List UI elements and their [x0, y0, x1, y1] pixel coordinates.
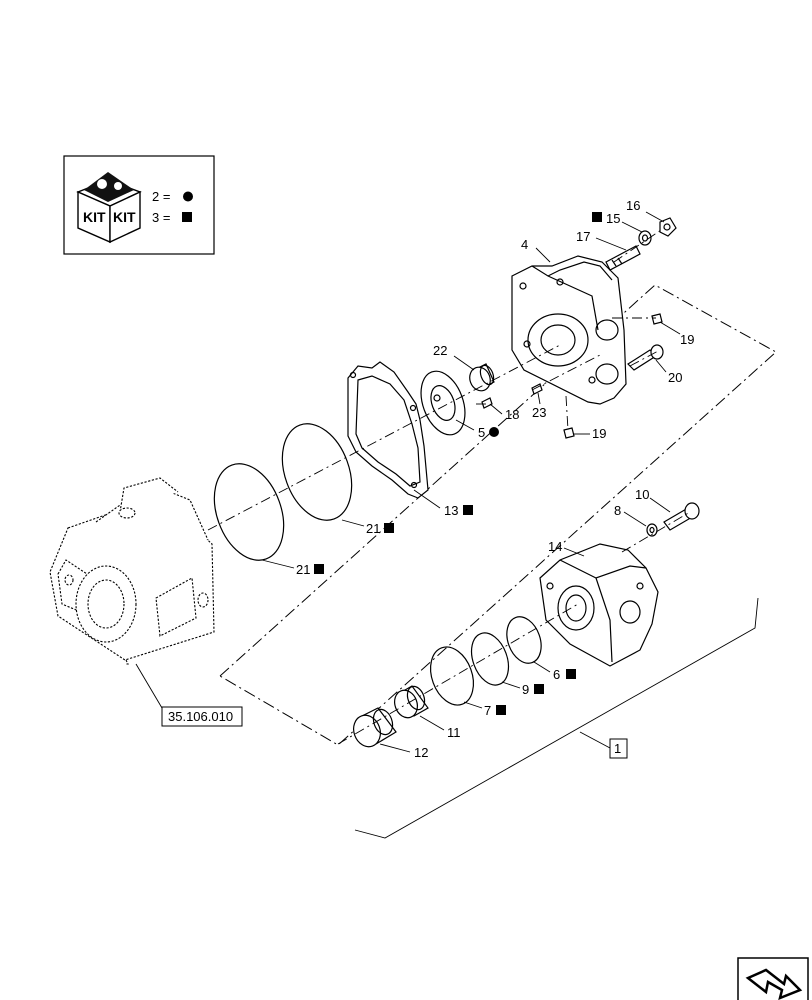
bolt-20: [627, 344, 664, 371]
dowel-pin-18: [481, 397, 493, 409]
pump-body: [49, 477, 215, 665]
callout-18: 18: [505, 407, 519, 422]
o-ring-9: [470, 632, 510, 686]
callout-13: 13: [444, 503, 458, 518]
o-ring-21b: [281, 423, 353, 521]
callout-5: 5: [478, 425, 485, 440]
square-symbol-icon: [592, 212, 602, 222]
square-symbol-icon: [534, 684, 544, 694]
gasket-13: [347, 361, 429, 499]
lower-axis: [337, 603, 579, 745]
leader-lines: [261, 211, 681, 753]
callout-7: 7: [484, 703, 491, 718]
kit-legend: KIT KIT 2 = 3 =: [63, 155, 215, 255]
square-symbol-icon: [314, 564, 324, 574]
kit-label-left: KIT: [83, 209, 106, 225]
square-symbol-icon: [384, 523, 394, 533]
callout-20: 20: [668, 370, 682, 385]
kit-label-right: KIT: [113, 209, 136, 225]
o-ring-7: [429, 646, 475, 706]
bushing-22: [469, 363, 495, 392]
o-ring-21a: [213, 463, 285, 561]
kit-box-icon: KIT KIT: [76, 172, 142, 244]
upper-axis: [207, 344, 561, 531]
washer-15: [638, 230, 652, 246]
square-symbol-icon: [463, 505, 473, 515]
assembly-label: 1: [614, 741, 621, 756]
callout-14: 14: [548, 539, 562, 554]
next-page-arrow-icon[interactable]: [737, 957, 809, 1000]
callout-16: 16: [626, 198, 640, 213]
reference-label: 35.106.010: [168, 709, 233, 724]
callout-12: 12: [414, 745, 428, 760]
callout-8: 8: [614, 503, 621, 518]
assembly-bracket: [354, 597, 759, 839]
callout-19a: 19: [680, 332, 694, 347]
callout-4: 4: [521, 237, 528, 252]
callout-22: 22: [433, 343, 447, 358]
callout-23: 23: [532, 405, 546, 420]
callout-6: 6: [553, 667, 560, 682]
callout-21b: 21: [296, 562, 310, 577]
callout-19b: 19: [592, 426, 606, 441]
cover-housing-4: [511, 255, 627, 405]
circle-symbol-icon: [489, 427, 499, 437]
square-symbol-icon: [496, 705, 506, 715]
washer-8: [646, 523, 658, 537]
kit-row-1-text: 2 =: [152, 189, 170, 204]
bolt-10: [663, 502, 700, 531]
bushing-12: [353, 707, 397, 748]
o-ring-6: [506, 616, 542, 664]
bushing-11: [394, 685, 429, 719]
circle-symbol-icon: [183, 191, 193, 202]
plug-19b: [563, 427, 575, 439]
bolt-17: [605, 245, 641, 271]
callout-10: 10: [635, 487, 649, 502]
callout-15: 15: [606, 211, 620, 226]
callout-21a: 21: [366, 521, 380, 536]
kit-row-2-text: 3 =: [152, 210, 170, 225]
square-symbol-icon: [182, 212, 192, 222]
callout-9: 9: [522, 682, 529, 697]
callout-11: 11: [447, 725, 461, 740]
plug-19a: [651, 313, 663, 325]
square-symbol-icon: [566, 669, 576, 679]
gear-housing-14: [539, 543, 659, 667]
callout-17: 17: [576, 229, 590, 244]
